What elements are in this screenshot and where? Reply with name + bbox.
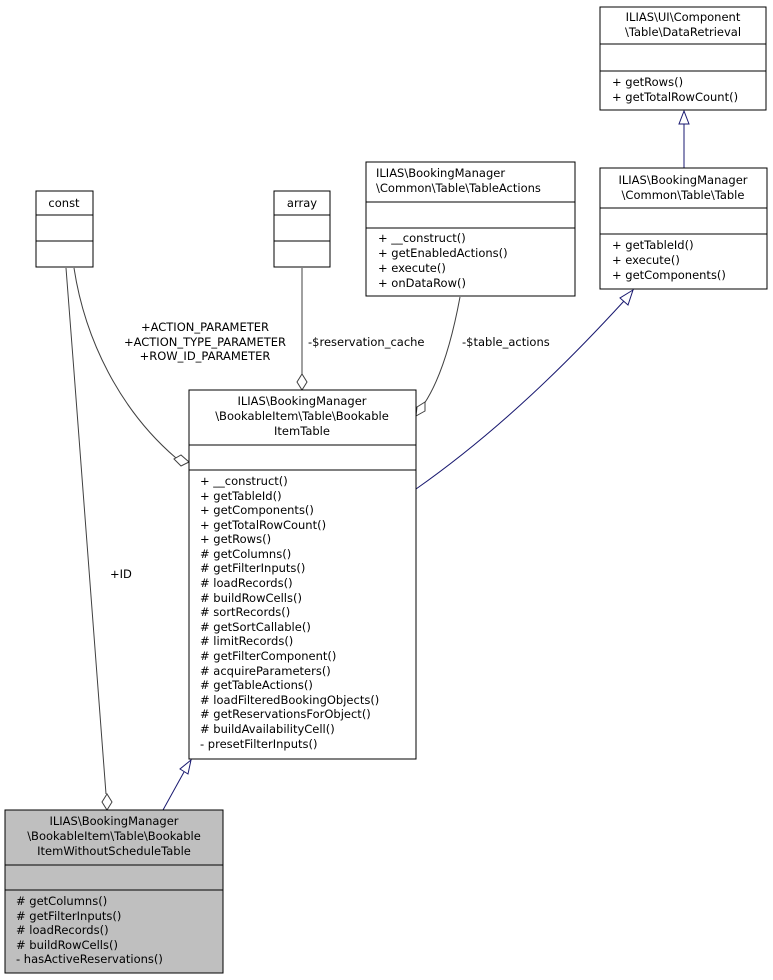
method-item: + execute()	[378, 261, 446, 275]
method-item: + getComponents()	[200, 503, 314, 517]
class-table-actions[interactable]: ILIAS\BookingManager \Common\Table\Table…	[365, 161, 576, 297]
method-item: + getTableId()	[200, 489, 282, 503]
class-name-line: ItemTable	[274, 424, 330, 438]
inheritance-arrow-bookableitemtable	[179, 758, 192, 775]
class-name-line: \Common\Table\Table	[622, 188, 745, 202]
class-name-line: const	[48, 196, 80, 210]
edge-label-id: +ID	[110, 567, 132, 581]
method-item: + getComponents()	[612, 268, 726, 282]
method-item: + getRows()	[200, 532, 271, 546]
edge-label-table-actions: -$table_actions	[462, 335, 550, 349]
class-name-line: \Common\Table\TableActions	[376, 181, 541, 195]
method-item: # getFilterComponent()	[200, 649, 336, 663]
method-item: # limitRecords()	[200, 634, 293, 648]
class-common-table[interactable]: ILIAS\BookingManager \Common\Table\Table…	[599, 167, 768, 290]
method-item: # getFilterInputs()	[16, 909, 121, 923]
method-item: + getTotalRowCount()	[612, 90, 738, 104]
class-name-line: \BookableItem\Table\Bookable	[27, 829, 201, 843]
aggregation-diamond-reservation-cache	[296, 373, 308, 391]
class-name-line: ILIAS\BookingManager	[618, 173, 747, 187]
class-name-line: ILIAS\BookingManager	[237, 394, 366, 408]
method-item: # loadFilteredBookingObjects()	[200, 693, 379, 707]
aggregation-diamond-table-actions	[415, 401, 426, 417]
inheritance-arrow-dataretrieval	[678, 109, 690, 125]
class-name-line: array	[287, 196, 317, 210]
edge-bookableitemtable-to-table	[415, 300, 625, 490]
edge-withoutschedule-to-bookableitemtable	[162, 771, 185, 811]
method-item: # getReservationsForObject()	[200, 707, 371, 721]
method-item: # buildRowCells()	[200, 591, 302, 605]
class-name-line: ILIAS\BookingManager	[49, 814, 178, 828]
method-item: + getEnabledActions()	[378, 246, 508, 260]
method-item: # buildAvailabilityCell()	[200, 722, 335, 736]
edge-label-action-parameter: +ACTION_PARAMETER	[141, 320, 269, 334]
method-item: # buildRowCells()	[16, 938, 118, 952]
method-item: # loadRecords()	[16, 923, 109, 937]
method-item: + getTotalRowCount()	[200, 518, 326, 532]
method-item: # loadRecords()	[200, 576, 293, 590]
method-item: + getTableId()	[612, 238, 694, 252]
method-item: + getRows()	[612, 75, 683, 89]
edge-const-to-bookableitemtable	[73, 267, 177, 459]
method-item: - hasActiveReservations()	[16, 952, 163, 966]
method-item: - presetFilterInputs()	[200, 737, 317, 751]
aggregation-diamond-params	[173, 454, 190, 467]
method-item: + onDataRow()	[378, 276, 466, 290]
class-name-line: ILIAS\BookingManager	[376, 166, 505, 180]
class-without-schedule-table[interactable]: ILIAS\BookingManager \BookableItem\Table…	[4, 809, 224, 974]
class-array[interactable]: array	[273, 190, 331, 268]
edge-label-action-type-parameter: +ACTION_TYPE_PARAMETER	[124, 335, 286, 349]
edge-const-to-withoutschedule	[65, 267, 107, 795]
method-item: # getColumns()	[200, 547, 291, 561]
edge-tableactions-to-bookableitemtable	[423, 296, 461, 405]
class-name-line: ILIAS\UI\Component	[626, 10, 741, 24]
method-item: # acquireParameters()	[200, 664, 331, 678]
edge-label-reservation-cache: -$reservation_cache	[308, 335, 425, 349]
method-item: # getFilterInputs()	[200, 561, 305, 575]
inheritance-arrow-table	[619, 288, 634, 306]
class-bookable-item-table[interactable]: ILIAS\BookingManager \BookableItem\Table…	[188, 389, 417, 760]
method-item: + __construct()	[200, 474, 288, 488]
method-item: # getSortCallable()	[200, 620, 311, 634]
class-const[interactable]: const	[35, 190, 94, 268]
method-item: # sortRecords()	[200, 605, 290, 619]
class-name-line: ItemWithoutScheduleTable	[37, 844, 191, 858]
method-item: # getTableActions()	[200, 678, 313, 692]
class-name-line: \BookableItem\Table\Bookable	[215, 409, 389, 423]
method-item: + execute()	[612, 253, 680, 267]
class-data-retrieval[interactable]: ILIAS\UI\Component \Table\DataRetrieval …	[599, 6, 767, 111]
method-item: # getColumns()	[16, 894, 107, 908]
edge-label-row-id-parameter: +ROW_ID_PARAMETER	[140, 349, 271, 363]
method-item: + __construct()	[378, 231, 466, 245]
class-name-line: \Table\DataRetrieval	[625, 25, 741, 39]
aggregation-diamond-id	[101, 793, 113, 811]
